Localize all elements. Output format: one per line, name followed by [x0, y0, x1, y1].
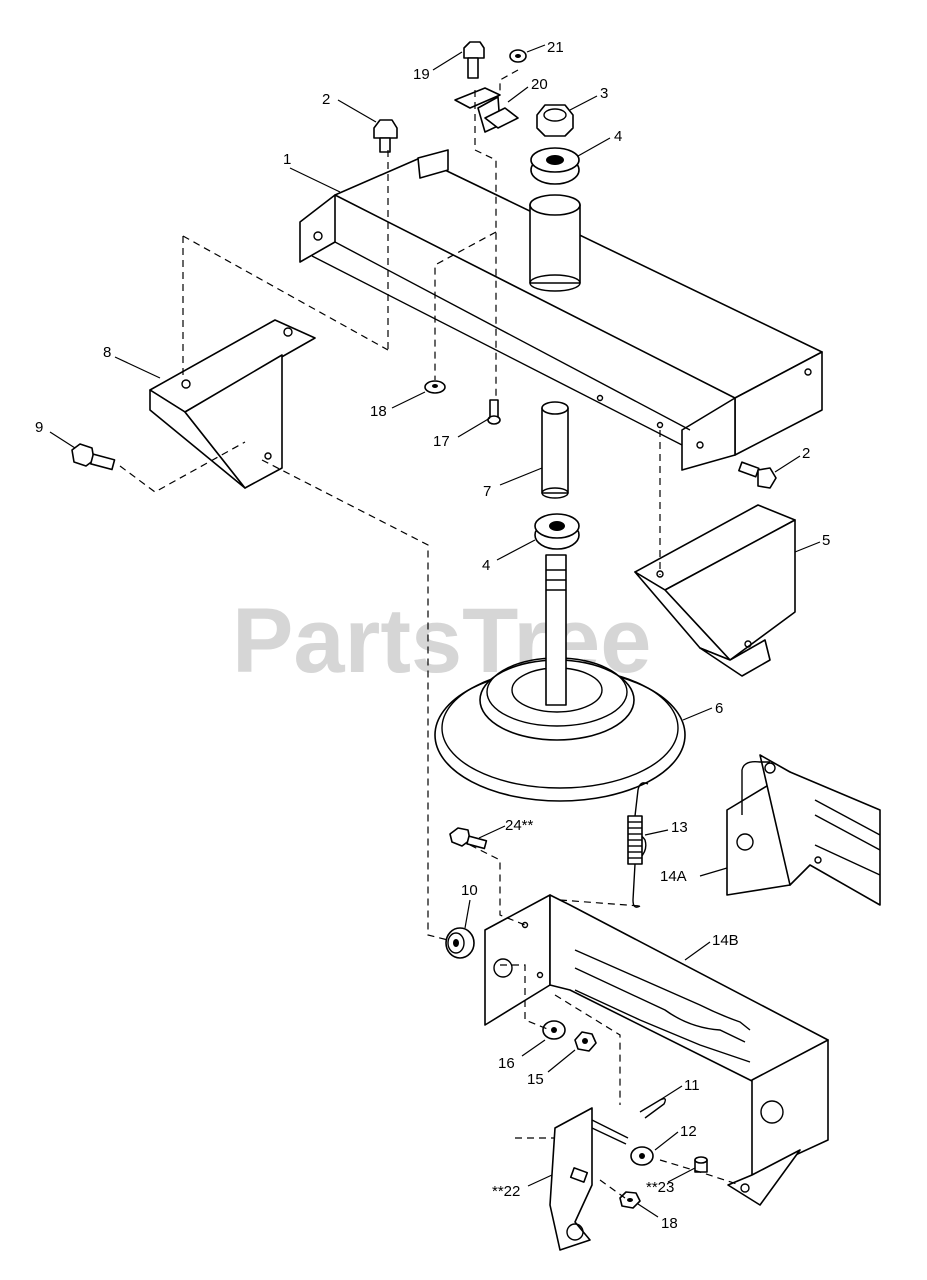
part-9-bolt[interactable]	[71, 443, 116, 471]
part-24-bolt[interactable]	[449, 827, 488, 850]
callout-18-lower: 18	[661, 1215, 678, 1232]
callout-18-upper: 18	[370, 403, 387, 420]
callout-labels: 1 2 2 3 4 4 5 6 7 8 9 10 11 12 13 14A 14…	[35, 39, 830, 1232]
callout-2-right: 2	[802, 445, 810, 462]
part-2-bolt-right[interactable]	[738, 461, 777, 489]
part-15-nut[interactable]	[574, 1031, 597, 1052]
callout-12: 12	[680, 1123, 697, 1140]
callout-6: 6	[715, 700, 723, 717]
part-13-spring[interactable]	[627, 782, 649, 908]
callout-19: 19	[413, 66, 430, 83]
part-8-left-bracket[interactable]	[149, 319, 316, 489]
callout-2-upper: 2	[322, 91, 330, 108]
part-14a-frame[interactable]	[726, 754, 881, 906]
callout-5: 5	[822, 532, 830, 549]
part-22-lever[interactable]	[549, 1107, 629, 1251]
callout-11: 11	[684, 1077, 700, 1094]
callout-22: **22	[492, 1183, 520, 1200]
part-14b-frame[interactable]	[484, 894, 829, 1206]
part-10-bushing[interactable]	[445, 927, 475, 959]
upper-spindle-tube[interactable]	[529, 194, 581, 292]
callout-21: 21	[547, 39, 564, 56]
part-16-washer[interactable]	[542, 1020, 566, 1040]
callout-14b: 14B	[712, 932, 739, 949]
part-11-hairpin-clip[interactable]	[639, 1097, 667, 1119]
callout-1: 1	[283, 151, 291, 168]
part-19-bolt[interactable]	[463, 41, 485, 79]
part-21-nut[interactable]	[509, 49, 527, 63]
part-4-upper-bearing[interactable]	[530, 147, 580, 185]
part-17-screw[interactable]	[487, 399, 501, 425]
part-3-nut[interactable]	[536, 104, 574, 137]
callout-15: 15	[527, 1071, 544, 1088]
leader-lines	[49, 44, 821, 1218]
part-18-nut-lower[interactable]	[619, 1191, 641, 1209]
callout-4-lower: 4	[482, 557, 490, 574]
callout-9: 9	[35, 419, 43, 436]
part-7-spacer-tube[interactable]	[541, 401, 569, 499]
callout-16: 16	[498, 1055, 515, 1072]
part-6-pulley[interactable]	[434, 657, 686, 802]
part-4-lower-bearing[interactable]	[534, 513, 580, 550]
part-20-clip[interactable]	[454, 87, 519, 133]
assembly-dashed-lines	[119, 69, 741, 1199]
part-23-screw[interactable]	[694, 1156, 708, 1173]
callout-24: 24**	[505, 817, 534, 834]
callout-23: **23	[646, 1179, 674, 1196]
part-12-washer[interactable]	[630, 1146, 654, 1166]
callout-13: 13	[671, 819, 688, 836]
callout-4-upper: 4	[614, 128, 622, 145]
callout-17: 17	[433, 433, 450, 450]
part-18-washer[interactable]	[424, 380, 446, 394]
part-2-bolt-upper[interactable]	[373, 119, 398, 153]
callout-10: 10	[461, 882, 478, 899]
callout-3: 3	[600, 85, 608, 102]
callout-7: 7	[483, 483, 491, 500]
spindle-shaft[interactable]	[545, 554, 567, 706]
callout-14a: 14A	[660, 868, 687, 885]
part-5-right-bracket[interactable]	[634, 504, 796, 677]
callout-20: 20	[531, 76, 548, 93]
callout-8: 8	[103, 344, 111, 361]
